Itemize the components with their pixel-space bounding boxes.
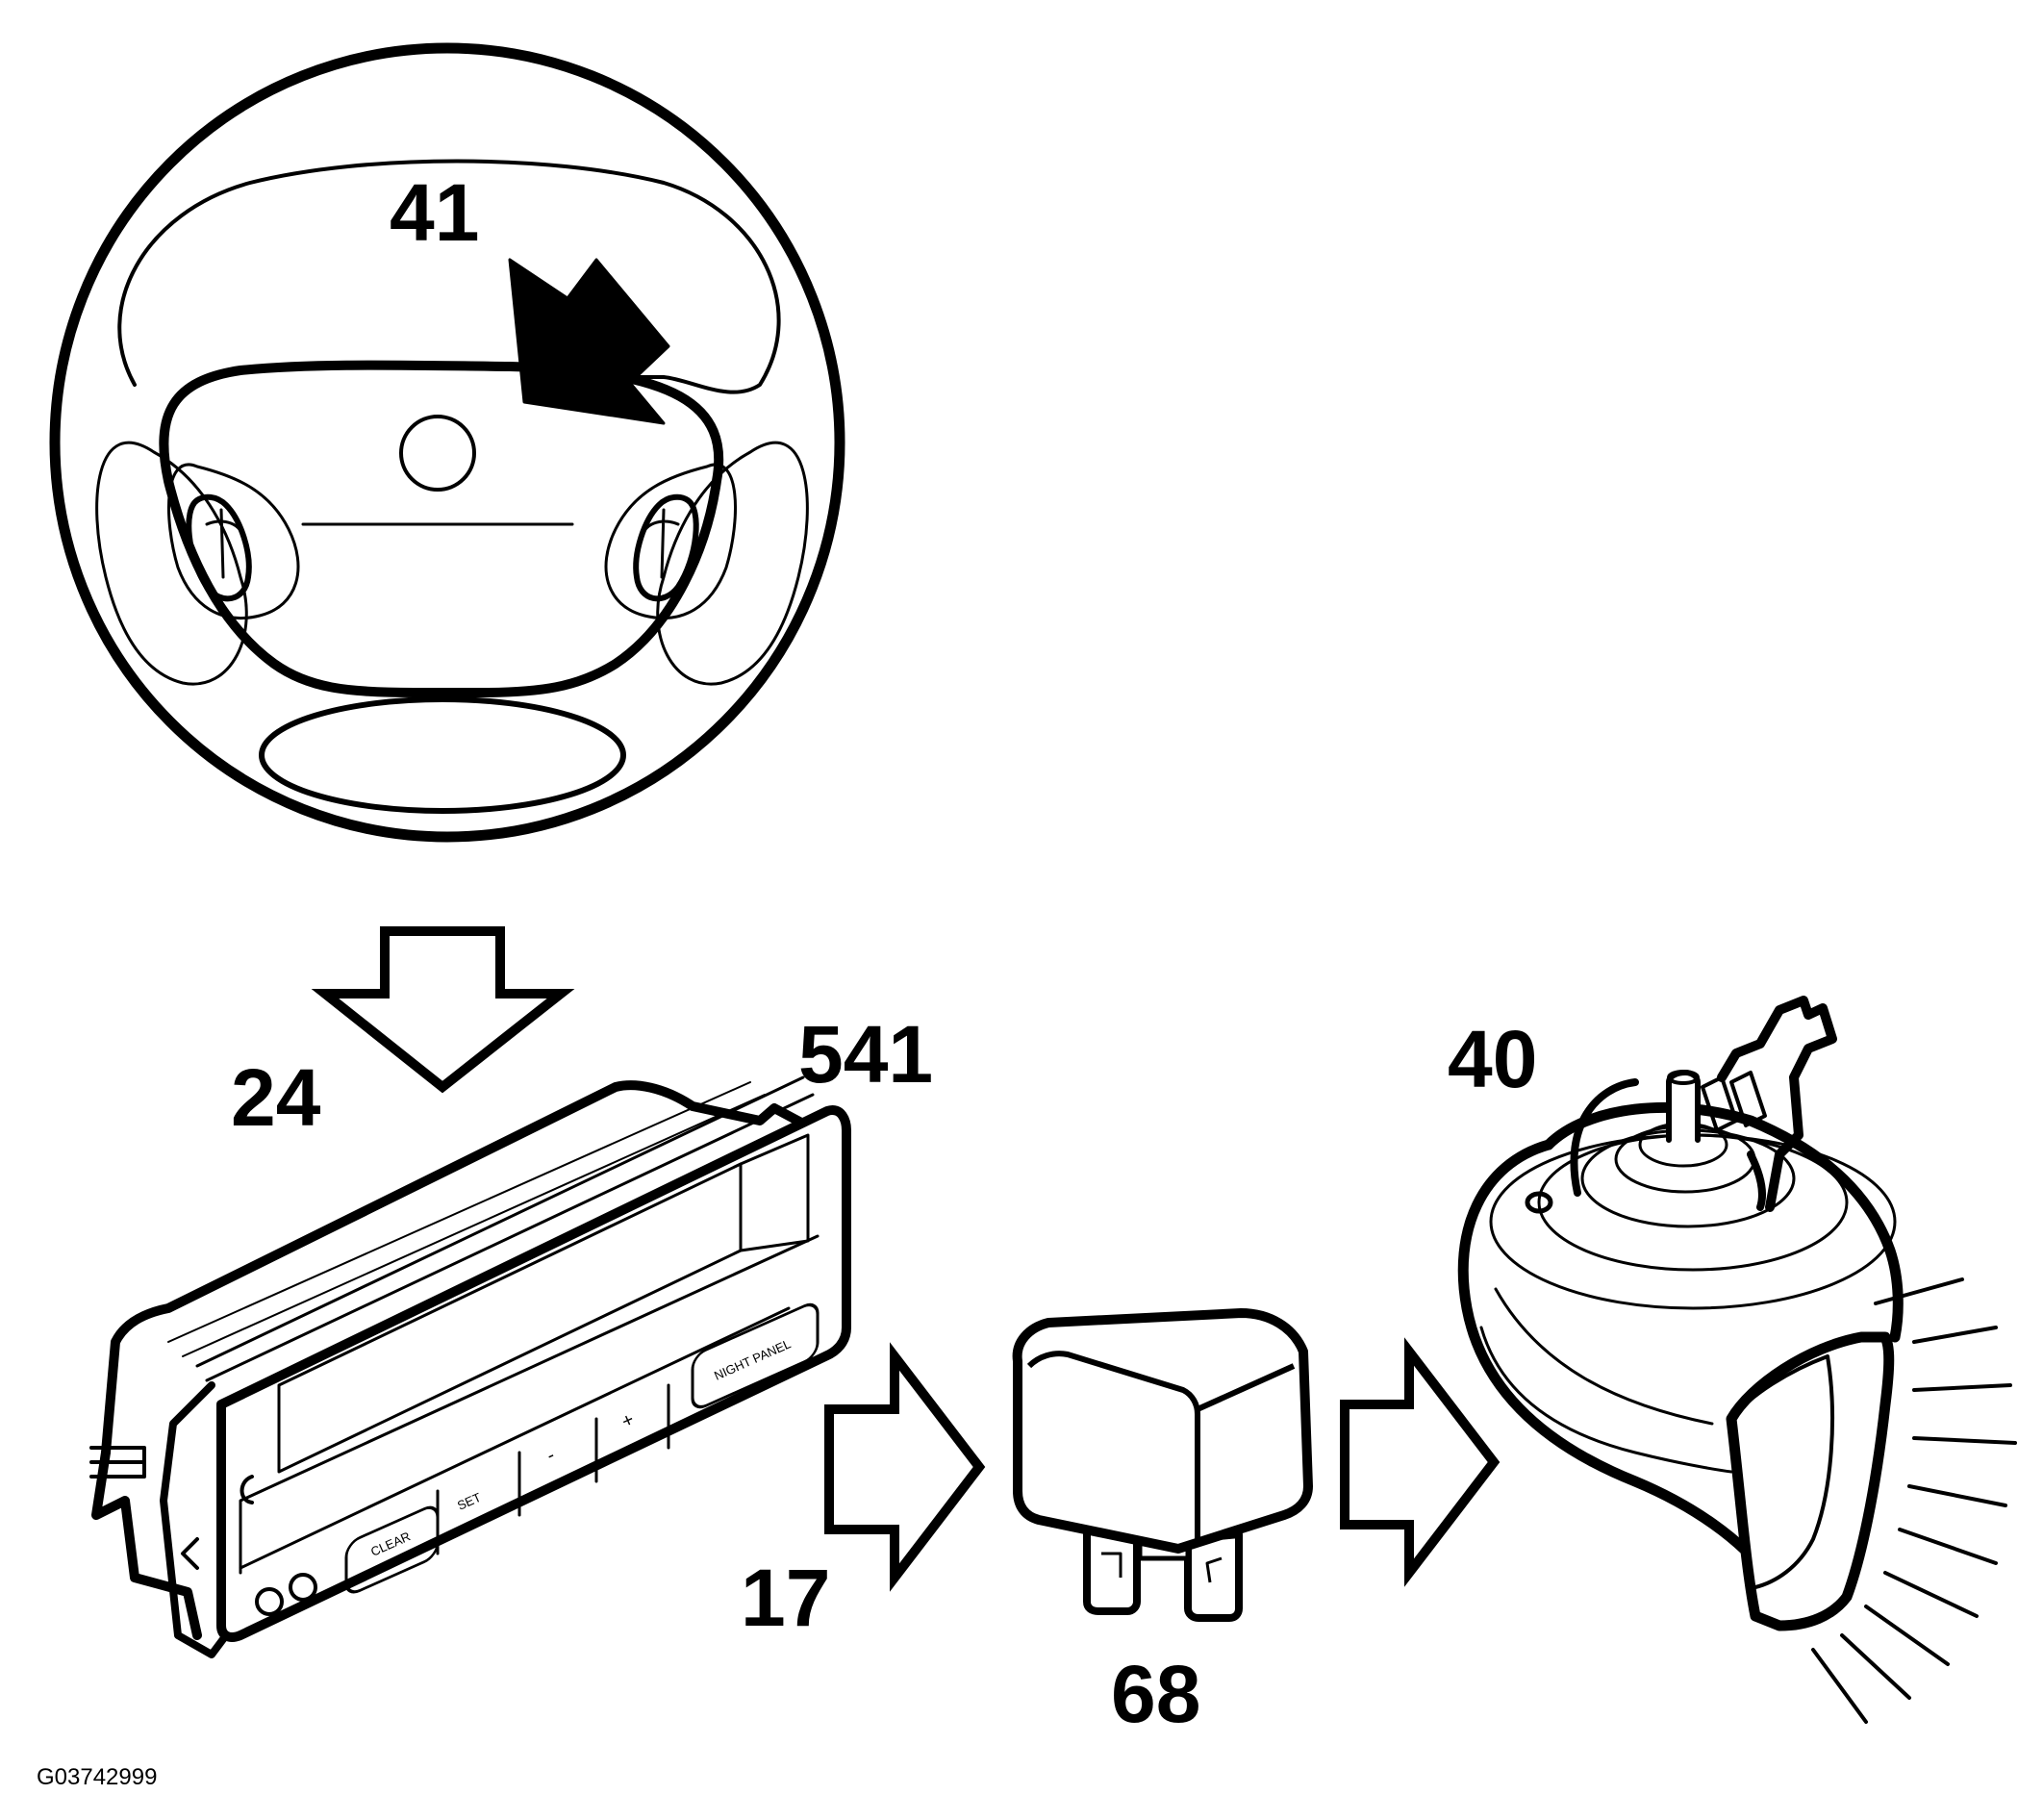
left-switch-button bbox=[186, 493, 252, 602]
module-knob-right bbox=[289, 1573, 317, 1602]
right-switch-button bbox=[633, 493, 699, 602]
relay-top-edge bbox=[1196, 1363, 1296, 1412]
steering-wheel-rim bbox=[49, 42, 845, 843]
right-switch-pod bbox=[656, 441, 809, 686]
flow-arrow-right-2 bbox=[1340, 1337, 1501, 1587]
horn-mounting-bracket bbox=[1717, 996, 1837, 1212]
sound-line-2 bbox=[1912, 1326, 1998, 1344]
steering-wheel bbox=[49, 42, 845, 843]
steering-wheel-hub bbox=[159, 360, 724, 697]
flow-arrow-right-1 bbox=[824, 1342, 986, 1592]
module-bezel-top-edge bbox=[195, 1075, 815, 1382]
horn-sound-lines bbox=[1811, 1277, 2017, 1724]
left-switch-pod-inner bbox=[166, 463, 300, 620]
sound-line-7 bbox=[1883, 1571, 1979, 1618]
module-top-face-lines bbox=[167, 1081, 766, 1357]
module-button-row bbox=[239, 1234, 820, 1575]
horn-screw bbox=[1525, 1191, 1553, 1214]
horn bbox=[1457, 996, 1904, 1631]
sound-line-1 bbox=[1874, 1277, 1964, 1305]
module-knob-left bbox=[255, 1587, 284, 1616]
module-body-rear bbox=[101, 1080, 808, 1457]
relay-front-edge bbox=[1026, 1351, 1200, 1544]
sound-line-9 bbox=[1840, 1633, 1911, 1700]
steering-wheel-upper-opening bbox=[117, 159, 781, 394]
right-switch-inner-lines bbox=[641, 508, 680, 579]
callout-41: 41 bbox=[390, 167, 479, 258]
relay bbox=[1012, 1308, 1313, 1622]
horn-body-outer-top bbox=[1543, 1101, 1904, 1343]
horn-body-lower-curves bbox=[1479, 1287, 1733, 1474]
sound-line-6 bbox=[1898, 1528, 1998, 1565]
module-display-bottom-line bbox=[239, 1306, 791, 1570]
horn-mouth bbox=[1726, 1331, 1895, 1631]
module-body-left-side bbox=[91, 1448, 202, 1640]
relay-terminal-right-mark bbox=[1205, 1556, 1223, 1583]
callout-40: 40 bbox=[1448, 1014, 1537, 1104]
relay-terminal-left-mark bbox=[1101, 1552, 1122, 1578]
sound-line-4 bbox=[1912, 1436, 2017, 1445]
relay-body bbox=[1012, 1308, 1313, 1554]
figure-id: G03742999 bbox=[37, 1764, 157, 1790]
module-display-c-symbol bbox=[240, 1475, 254, 1504]
callout-68: 68 bbox=[1111, 1649, 1200, 1739]
sound-line-10 bbox=[1811, 1648, 1868, 1724]
module-display-right-panel bbox=[739, 1133, 810, 1252]
sound-line-5 bbox=[1907, 1484, 2007, 1507]
left-switch-pod bbox=[95, 441, 248, 686]
module-button-night-panel bbox=[691, 1302, 820, 1409]
callout-24: 24 bbox=[231, 1052, 321, 1143]
steering-wheel-emblem bbox=[399, 415, 476, 492]
horn-mouth-inner bbox=[1729, 1354, 1834, 1589]
horn-terminal-stud-top bbox=[1667, 1070, 1700, 1085]
callout-17: 17 bbox=[741, 1553, 830, 1643]
control-module bbox=[89, 1075, 851, 1658]
relay-terminal-right bbox=[1184, 1530, 1243, 1622]
horn-pad-pointer-arrow bbox=[508, 258, 670, 425]
sound-line-8 bbox=[1864, 1605, 1950, 1666]
horn-wire bbox=[1570, 1078, 1766, 1211]
right-switch-pod-inner bbox=[604, 463, 738, 620]
left-switch-inner-lines bbox=[205, 508, 244, 579]
horn-spiral-ring-2 bbox=[1537, 1133, 1849, 1272]
module-side-chevron bbox=[181, 1537, 199, 1570]
module-bezel-edge bbox=[160, 1381, 230, 1658]
sound-line-3 bbox=[1912, 1383, 2012, 1392]
flow-arrow-down bbox=[311, 926, 575, 1094]
module-left-tabs bbox=[89, 1446, 146, 1479]
steering-wheel-lower-opening bbox=[259, 696, 626, 814]
relay-terminal-left bbox=[1083, 1526, 1141, 1615]
callout-541: 541 bbox=[798, 1009, 933, 1100]
